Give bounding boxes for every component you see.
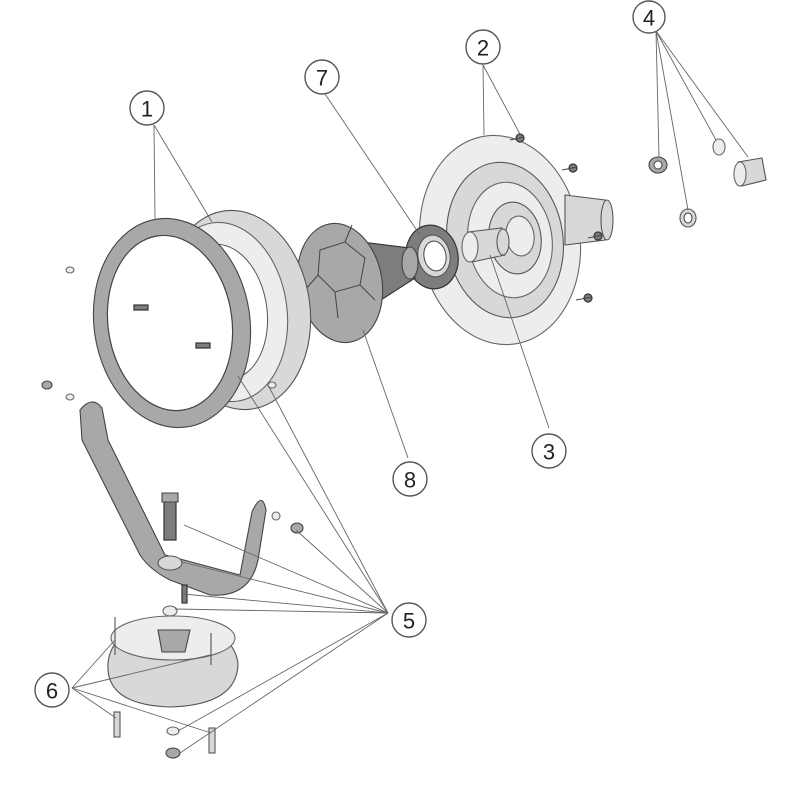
flange-screw — [575, 293, 593, 303]
base-plate — [107, 615, 239, 708]
mounting-bracket — [79, 401, 267, 604]
callout-2: 2 — [465, 29, 501, 65]
leader-lines — [71, 30, 749, 754]
nut — [41, 380, 53, 390]
lamp-reflector — [296, 222, 419, 344]
ring-bolt — [133, 304, 149, 311]
callout-4-label: 4 — [643, 6, 655, 31]
callout-7-label: 7 — [316, 66, 328, 91]
spring-washer — [162, 605, 178, 617]
bracket-nut — [290, 522, 304, 534]
bracket-washer — [271, 511, 281, 521]
callout-7: 7 — [304, 59, 340, 95]
callout-1: 1 — [129, 90, 165, 126]
callout-6-label: 6 — [46, 679, 58, 704]
callout-5: 5 — [391, 602, 427, 638]
fitting-ring — [679, 208, 697, 228]
washer — [65, 393, 75, 401]
fitting-nut — [648, 156, 668, 174]
flange-screw — [587, 231, 603, 241]
callout-2-label: 2 — [477, 36, 489, 61]
base-washer — [166, 726, 180, 736]
flange-screw — [561, 163, 578, 173]
wall-plug — [113, 711, 121, 738]
callout-8-label: 8 — [404, 468, 416, 493]
washer — [65, 266, 75, 274]
callout-5-label: 5 — [403, 609, 415, 634]
fitting-washer — [712, 138, 726, 156]
base-nut — [165, 747, 181, 759]
front-clamp-ring — [92, 209, 312, 429]
cable-gland-tube — [461, 227, 510, 263]
callout-6: 6 — [34, 672, 70, 708]
callout-1-label: 1 — [141, 97, 153, 122]
callout-3: 3 — [531, 433, 567, 469]
fitting-adapter — [733, 157, 767, 187]
ring-bolt — [195, 342, 211, 349]
callout-3-label: 3 — [543, 440, 555, 465]
seal-ring — [405, 224, 459, 290]
callout-4: 4 — [632, 0, 666, 34]
callout-8: 8 — [392, 461, 428, 497]
wall-plug — [208, 727, 216, 754]
